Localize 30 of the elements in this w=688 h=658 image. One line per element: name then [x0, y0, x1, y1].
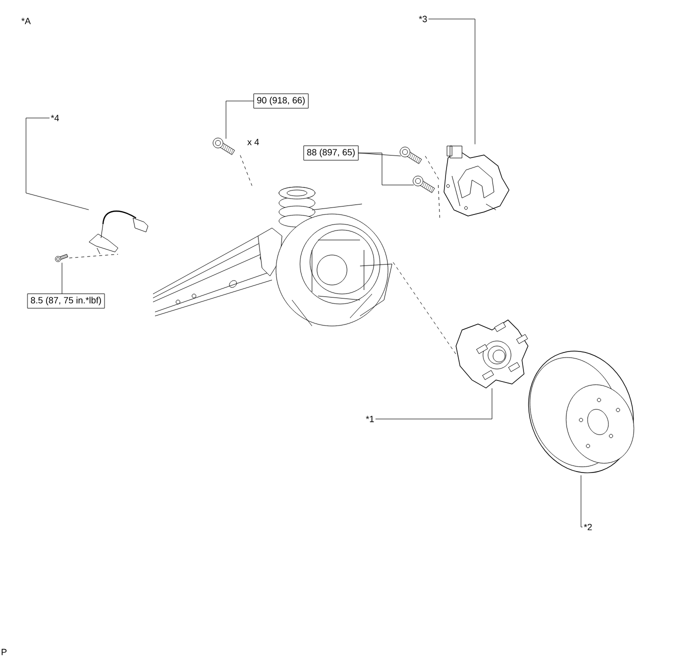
callout-number: *2 — [584, 524, 592, 530]
bolt-drawing — [212, 138, 235, 155]
speed-sensor-drawing — [88, 210, 148, 254]
torque-value-box: 88 (897, 65) — [303, 146, 359, 160]
brake-disc-drawing — [528, 350, 634, 474]
leader-line — [358, 152, 414, 186]
assembly-line — [438, 184, 440, 218]
leader-line — [26, 118, 89, 210]
leader-line — [580, 475, 583, 528]
brake-caliper-drawing — [444, 146, 510, 216]
figure-label: *A — [21, 18, 31, 24]
leader-line — [428, 18, 476, 144]
torque-value-box: 90 (918, 66) — [254, 94, 309, 108]
axle-hub-drawing — [456, 320, 528, 388]
callout-number: *1 — [366, 416, 374, 422]
assembly-line — [425, 156, 440, 182]
figure-label: P — [2, 648, 7, 656]
torque-value-box: 8.5 (87, 75 in.*lbf) — [27, 294, 105, 308]
quantity-label: x 4 — [247, 138, 259, 146]
leader-line — [226, 100, 254, 139]
assembly-line — [69, 254, 118, 258]
callout-number: *4 — [50, 114, 59, 122]
assembly-line — [240, 155, 252, 186]
bolt-drawing — [55, 254, 68, 262]
axle-assembly-drawing — [152, 186, 392, 326]
leader-line — [375, 388, 492, 420]
assembly-line — [392, 260, 456, 354]
callout-number: *3 — [418, 16, 427, 22]
bolt-drawing — [400, 146, 422, 164]
bolt-drawing — [412, 176, 435, 193]
